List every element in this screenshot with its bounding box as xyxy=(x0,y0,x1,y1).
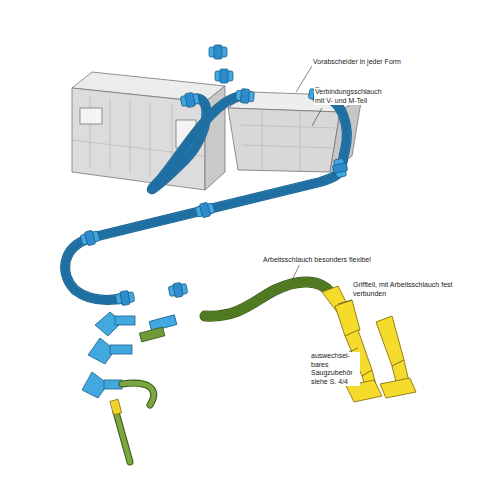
hose-couplings xyxy=(79,45,348,306)
callout-label: Vorabscheider in jeder Form xyxy=(312,58,402,67)
callout-label: Arbeitsschlauch besonders flexibel xyxy=(262,256,372,265)
callout-label: auswechsel- bares Saugzubehör siehe S. 4… xyxy=(310,352,360,386)
small-green-hose xyxy=(110,383,153,462)
leader-lines xyxy=(292,66,358,356)
blue-hoses xyxy=(65,95,347,300)
callout-label: Griffteil, mit Arbeitsschlauch fest verb… xyxy=(352,281,454,298)
callout-label: Verbindungsschlauch mit V- und M-Teil xyxy=(314,88,392,105)
working-hose xyxy=(205,282,330,316)
